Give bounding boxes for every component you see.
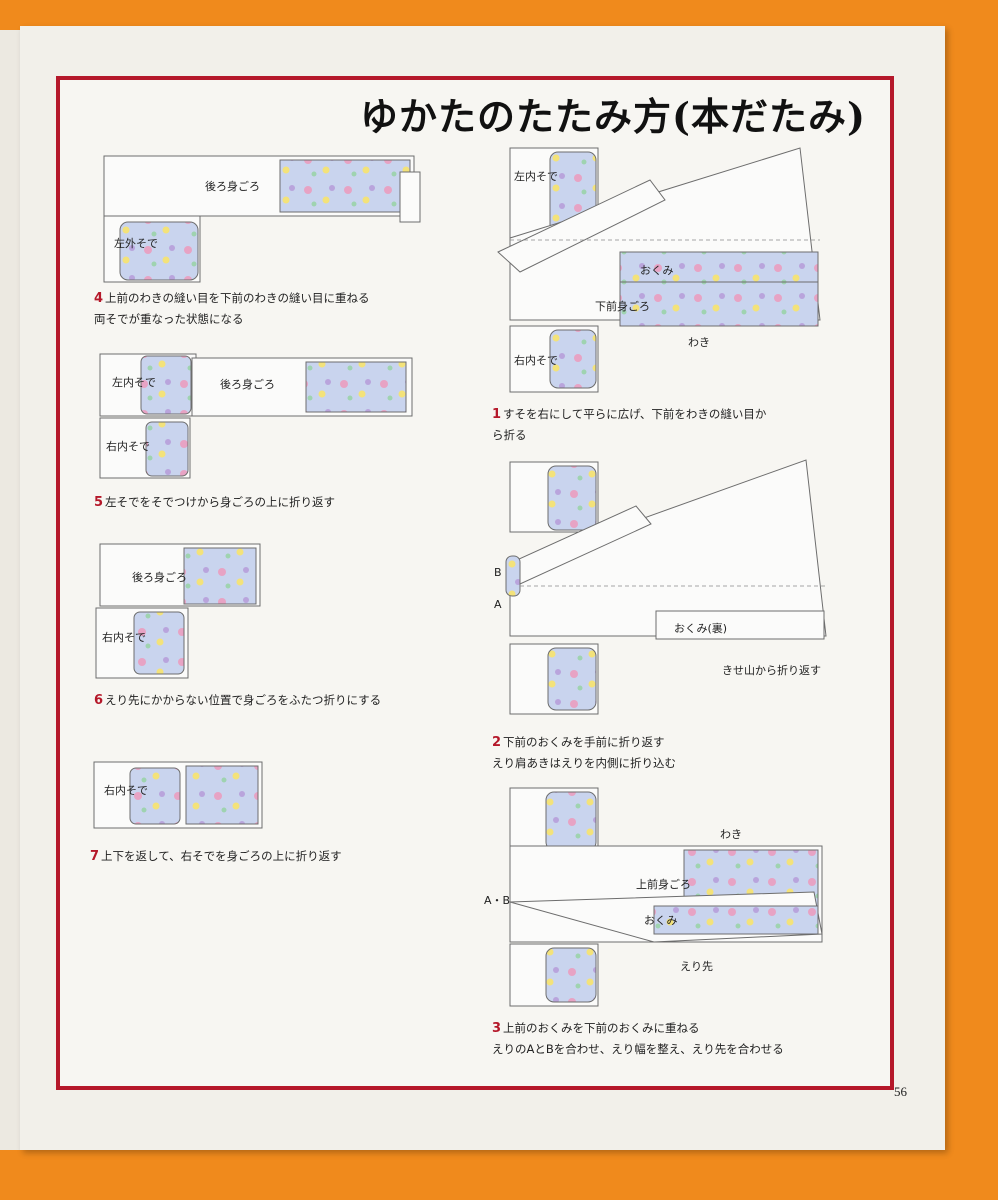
diagram-step-3: わき 上前身ごろ A・B おくみ えり先 xyxy=(484,787,823,1007)
label-left-inner-sleeve: 左内そで xyxy=(514,169,558,183)
label-erisaki: えり先 xyxy=(680,960,713,973)
label-left-outer-sleeve: 左外そで xyxy=(114,237,158,250)
label-kiseyama: きせ山から折り返す xyxy=(722,663,821,677)
label-right-inner-sleeve: 右内そで xyxy=(514,353,558,367)
diagram-step-1: 左内そで おくみ 下前身ごろ わき 右内そで xyxy=(497,147,821,393)
label-waki: わき xyxy=(720,828,742,841)
diagram-step-5: 左内そで 後ろ身ごろ 右内そで xyxy=(99,353,413,479)
label-waki: わき xyxy=(688,336,710,349)
label-right-inner-sleeve: 右内そで xyxy=(106,439,150,453)
label-okumi: おくみ xyxy=(640,264,673,277)
label-right-inner-sleeve: 右内そで xyxy=(102,630,146,644)
label-point-a: A xyxy=(494,598,502,611)
diagram-step-4: 後ろ身ごろ 左外そで xyxy=(103,155,421,283)
label-ushiro-migoro: 後ろ身ごろ xyxy=(205,179,260,193)
label-point-ab: A・B xyxy=(484,894,510,907)
label-shita-mae-migoro: 下前身ごろ xyxy=(595,299,650,313)
label-point-b: B xyxy=(494,566,502,579)
label-okumi-ura: おくみ(裏) xyxy=(674,621,727,635)
label-left-inner-sleeve: 左内そで xyxy=(112,375,156,389)
diagram-step-6: 後ろ身ごろ 右内そで xyxy=(95,543,261,679)
label-ushiro-migoro: 後ろ身ごろ xyxy=(132,570,187,584)
label-right-inner-sleeve: 右内そで xyxy=(104,783,148,797)
diagram-step-7: 右内そで xyxy=(93,761,263,829)
page-number: 56 xyxy=(894,1084,907,1099)
diagram-step-2: B A おくみ(裏) きせ山から折り返す xyxy=(494,459,827,715)
label-okumi: おくみ xyxy=(644,914,677,927)
label-ushiro-migoro: 後ろ身ごろ xyxy=(220,377,275,391)
page-title: ゆかたのたたみ方(本だたみ) xyxy=(360,94,866,139)
label-kami-mae-migoro: 上前身ごろ xyxy=(636,877,691,891)
